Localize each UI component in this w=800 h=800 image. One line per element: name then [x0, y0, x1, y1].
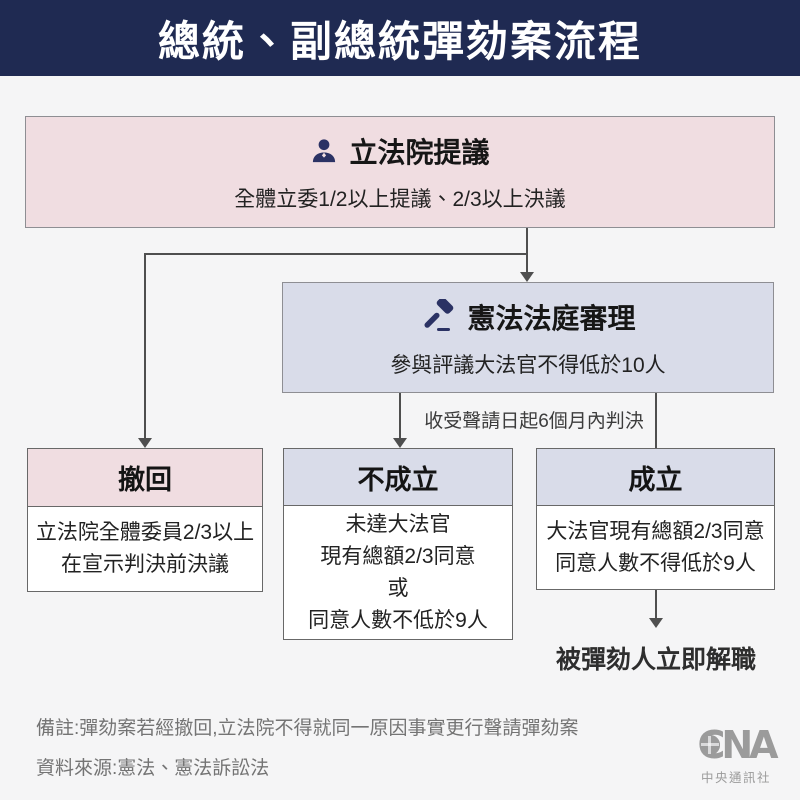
outcome-withdraw-body: 立法院全體委員2/3以上 在宣示判決前決議 [28, 507, 262, 591]
gavel-icon [420, 298, 456, 335]
outcome-withdraw-line: 在宣示判決前決議 [61, 553, 229, 576]
result-text: 被彈劾人立即解職 [555, 646, 756, 674]
connector-step1-down [526, 228, 528, 274]
globe-icon [700, 735, 721, 755]
page-title: 總統、副總統彈劾案流程 [157, 17, 642, 65]
header-bar: 總統、副總統彈劾案流程 [0, 0, 800, 76]
cna-logo: CNA 中央通訊社 [690, 726, 782, 786]
outcome-established-title: 成立 [537, 449, 774, 506]
connector-established-down [655, 393, 657, 448]
cna-logo-caption: 中央通訊社 [700, 771, 771, 785]
person-icon [310, 136, 338, 166]
outcome-not-established-line: 或 [387, 576, 409, 600]
outcome-not-established-line: 現有總額2/3同意 [320, 544, 476, 568]
footnote-remark: 備註:彈劾案若經撤回,立法院不得就同一原因事實更行聲請彈劾案 [36, 718, 579, 739]
outcome-established-box: 成立 大法官現有總額2/3同意 同意人數不得低於9人 [536, 448, 775, 590]
outcome-not-established-line: 同意人數不低於9人 [308, 608, 488, 632]
step1-subtitle: 全體立委1/2以上提議、2/3以上決議 [234, 188, 566, 211]
step2-title: 憲法法庭審理 [467, 302, 636, 334]
step-legislature-proposal-box: 立法院提議 全體立委1/2以上提議、2/3以上決議 [25, 116, 775, 228]
arrowhead-into-withdraw [138, 438, 152, 448]
outcome-established-line: 大法官現有總額2/3同意 [546, 519, 765, 543]
connector-withdraw-down [144, 253, 146, 438]
outcome-established-line: 同意人數不得低於9人 [555, 551, 756, 575]
outcome-not-established-line: 未達大法官 [345, 512, 451, 536]
step2-subtitle: 參與評議大法官不得低於10人 [390, 353, 666, 377]
outcome-withdraw-box: 撤回 立法院全體委員2/3以上 在宣示判決前決議 [27, 448, 263, 592]
step-constitutional-court-box: 憲法法庭審理 參與評議大法官不得低於10人 [282, 282, 774, 393]
outcome-not-established-body: 未達大法官 現有總額2/3同意 或 同意人數不低於9人 [284, 506, 512, 639]
outcome-established-body: 大法官現有總額2/3同意 同意人數不得低於9人 [537, 506, 774, 589]
connector-notestablished-down [399, 393, 401, 438]
connector-branch-horizontal [144, 253, 528, 255]
step1-title: 立法院提議 [349, 137, 490, 168]
outcome-withdraw-line: 立法院全體委員2/3以上 [35, 521, 255, 544]
footnote-source: 資料來源:憲法、憲法訴訟法 [36, 758, 270, 779]
outcome-withdraw-title: 撤回 [28, 449, 262, 507]
arrowhead-into-result [649, 618, 663, 628]
arrowhead-into-step2 [520, 272, 534, 282]
arrowhead-into-notestablished [393, 438, 407, 448]
verdict-deadline-label: 收受聲請日起6個月內判決 [424, 411, 644, 432]
cna-logo-mark: CNA [697, 726, 778, 764]
outcome-not-established-box: 不成立 未達大法官 現有總額2/3同意 或 同意人數不低於9人 [283, 448, 513, 640]
connector-result-down [655, 590, 657, 620]
outcome-not-established-title: 不成立 [284, 449, 512, 506]
